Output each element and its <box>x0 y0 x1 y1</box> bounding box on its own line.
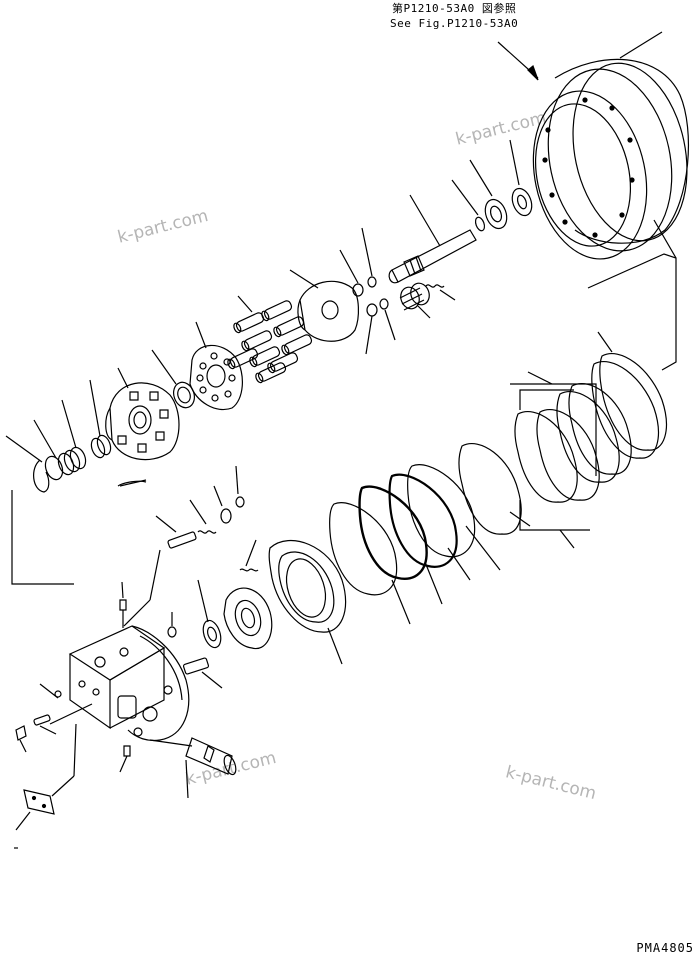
assembly-lines <box>12 220 676 848</box>
brake-disc-plates <box>459 332 666 548</box>
swash-plate <box>290 270 358 341</box>
spherical-bushing <box>152 350 198 411</box>
seal-rings <box>330 465 500 624</box>
reference-note-english: See Fig.P1210-53A0 <box>390 17 519 30</box>
main-bearing <box>198 540 272 650</box>
relief-valve-cartridge <box>150 738 238 798</box>
name-plate <box>16 724 76 830</box>
drive-shaft <box>389 195 476 283</box>
piston-set <box>226 296 312 384</box>
retainer-plate <box>190 322 242 410</box>
spring-washer-snap-ring <box>6 380 146 492</box>
swash-pins-and-spring <box>340 228 455 354</box>
valve-small-parts <box>124 466 244 688</box>
reference-arrow <box>498 42 538 80</box>
cylinder-block <box>106 368 179 460</box>
figure-code: PMA4805 <box>636 941 694 955</box>
shaft-bearing-pair <box>452 140 535 232</box>
final-drive-housing <box>519 32 700 270</box>
plugs-and-bolts <box>16 684 130 772</box>
brake-piston <box>269 541 345 664</box>
reference-note-japanese: 第P1210-53A0 図参照 <box>392 2 517 15</box>
motor-case-block <box>70 582 189 741</box>
